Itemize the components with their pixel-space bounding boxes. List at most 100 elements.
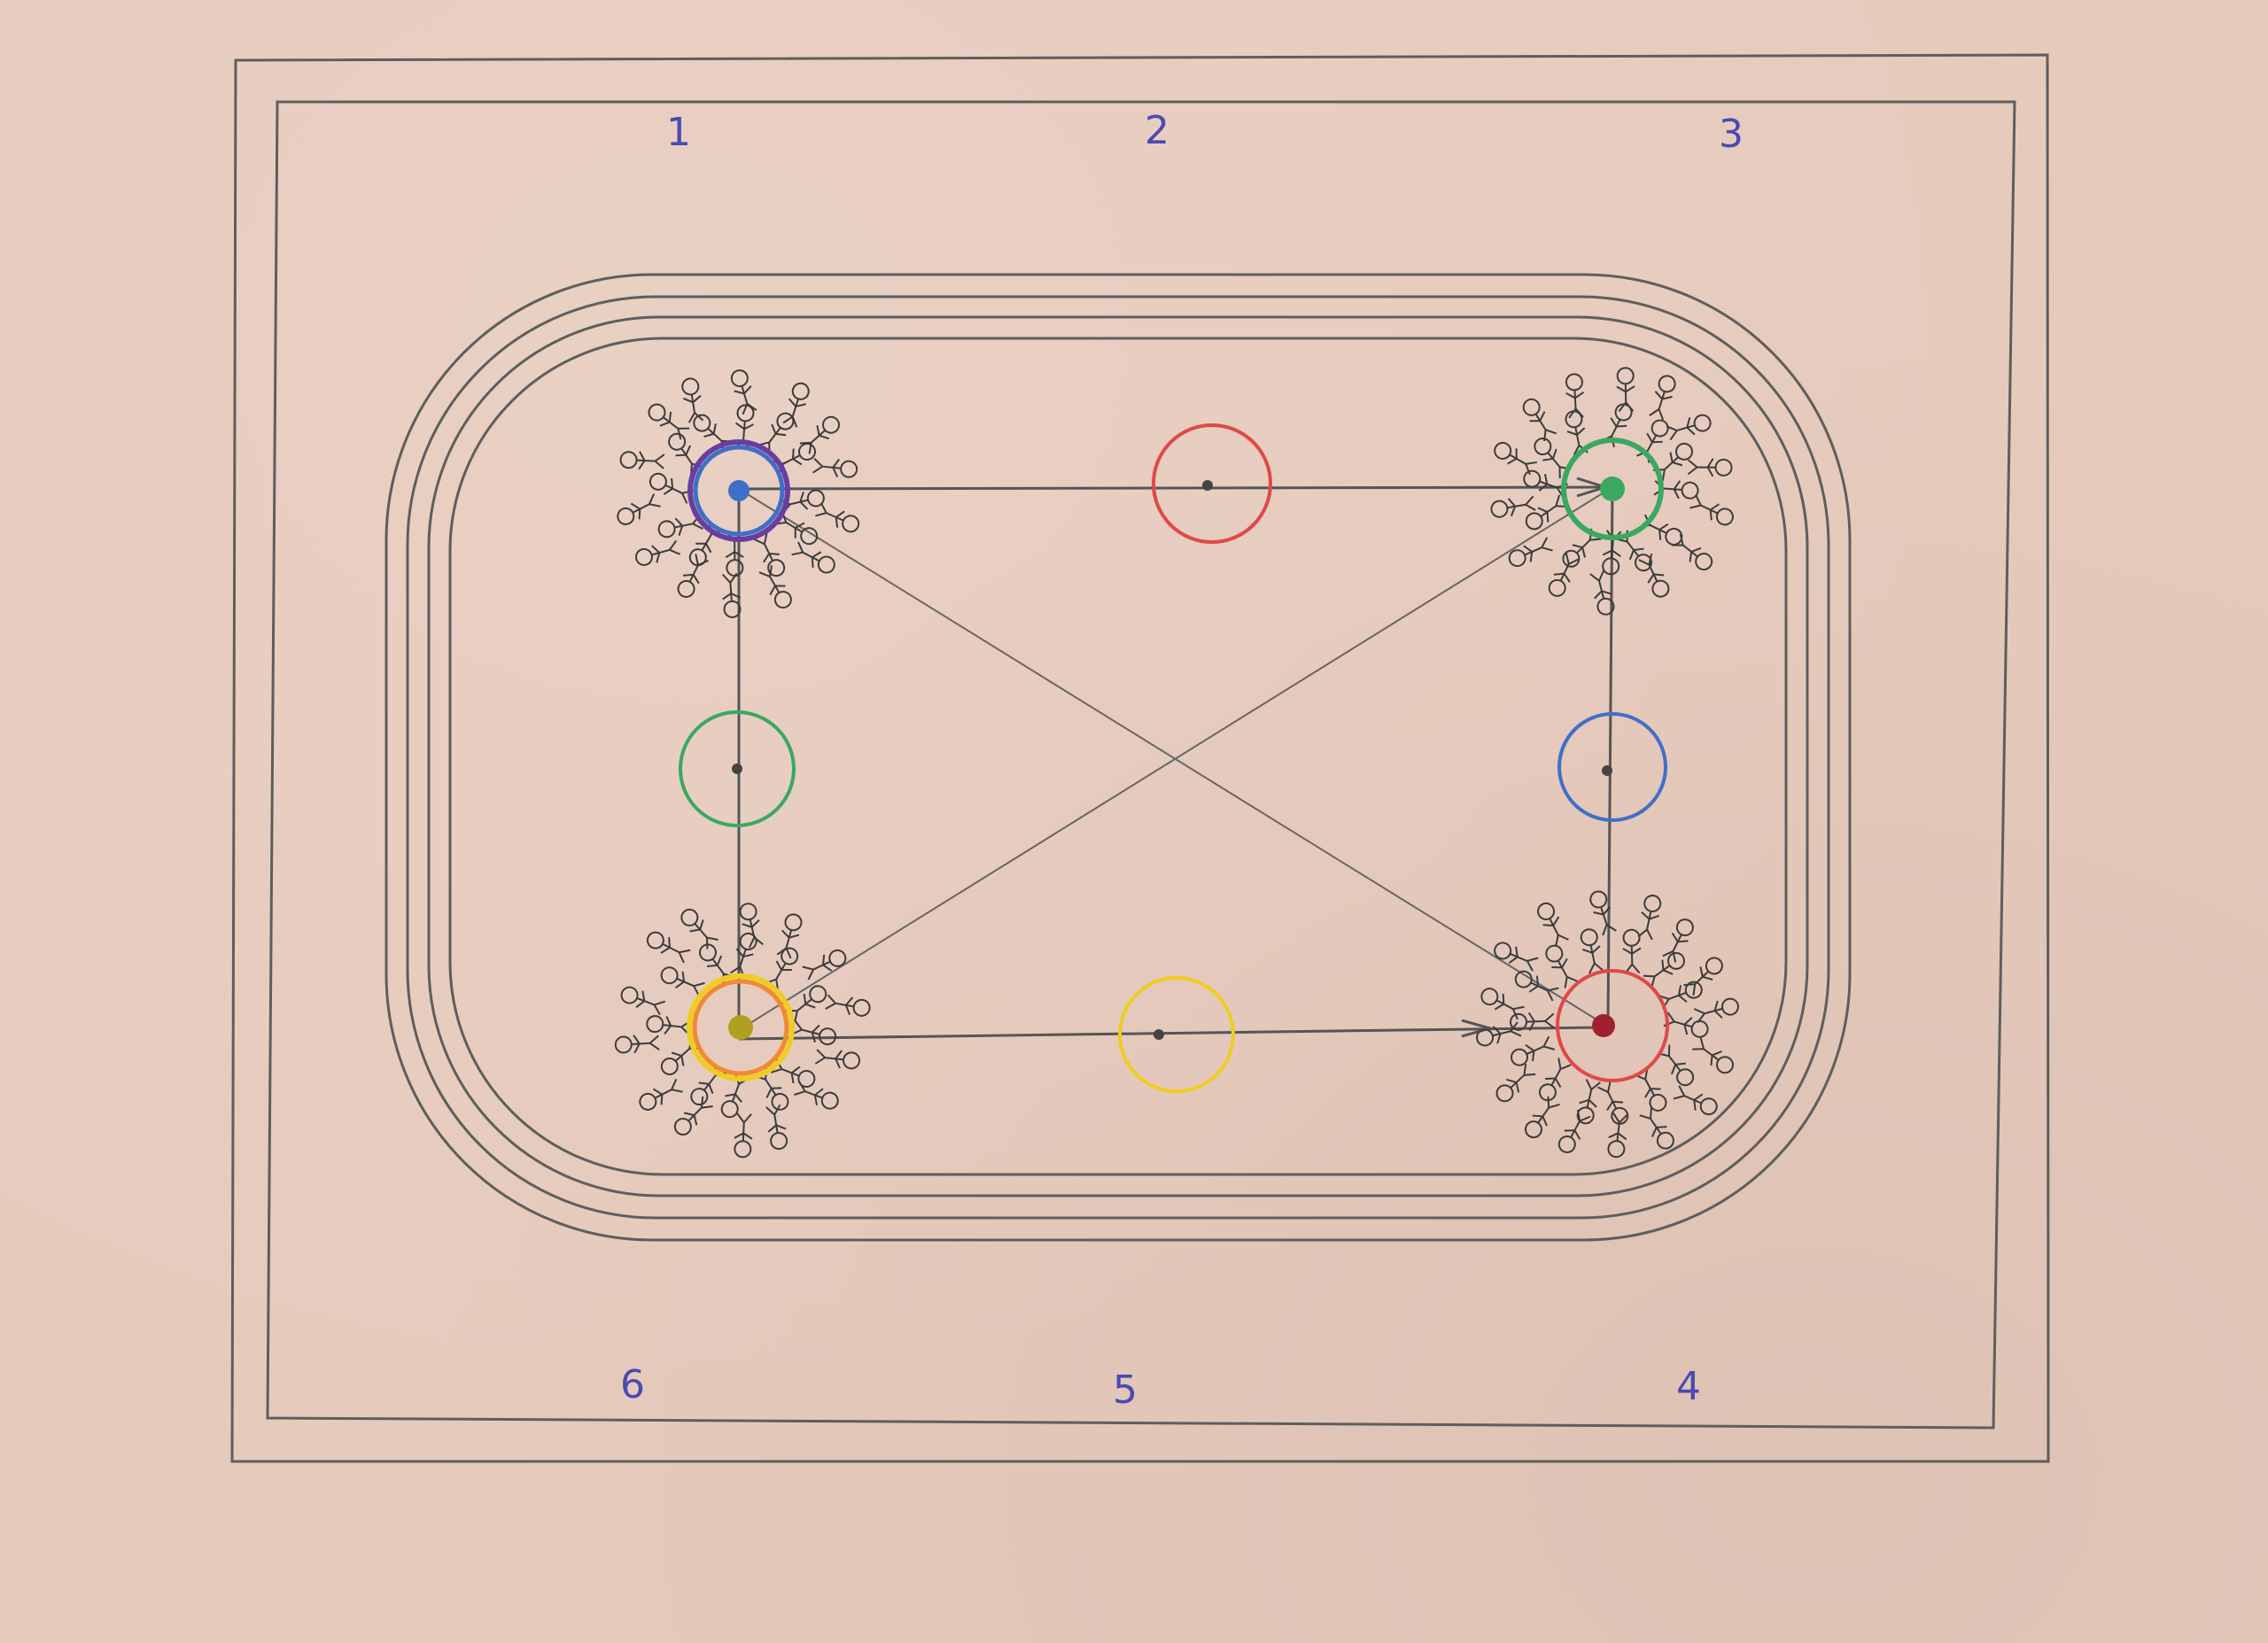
stick-figure (677, 554, 710, 598)
stick-figure (1683, 957, 1723, 996)
stick-figure (1687, 458, 1733, 477)
stick-figure (646, 1015, 692, 1036)
stick-figure (698, 943, 735, 986)
stick-figure (720, 1073, 750, 1119)
stick-figure (620, 986, 666, 1016)
stick-figure (1514, 970, 1559, 1002)
stick-figure (758, 565, 792, 608)
stick-figure (1538, 1058, 1572, 1102)
stick-figure (1643, 951, 1685, 988)
stick-figure (1658, 980, 1703, 1010)
stick-figure (786, 985, 827, 1022)
stick-figure (765, 1104, 788, 1151)
crowd-top-left (617, 369, 860, 618)
stick-figure (770, 1058, 816, 1089)
stick-figure (790, 1019, 837, 1046)
stick-figure (721, 572, 742, 618)
stick-figure (1692, 1037, 1735, 1074)
label-1: 1 (666, 110, 691, 155)
stick-figure (1490, 495, 1536, 518)
stick-figure (791, 541, 835, 574)
crowd-bottom-right (1476, 890, 1739, 1159)
stick-figure (1602, 530, 1622, 576)
stick-figure (802, 949, 847, 980)
stick-figure (649, 472, 694, 504)
stick-figure (1557, 1109, 1591, 1153)
stick-figure (1638, 553, 1670, 598)
stick-figure (1508, 537, 1553, 568)
stick-figure (619, 451, 665, 470)
stick-figure (1480, 988, 1525, 1020)
stick-figure (1562, 528, 1602, 568)
stick-figure (1534, 438, 1572, 478)
stick-figure (657, 514, 703, 539)
stick-figure (1638, 514, 1683, 546)
circle-left-middle (679, 710, 796, 827)
label-6: 6 (620, 1362, 645, 1407)
inner-frame (266, 100, 2016, 1430)
stick-figure (1522, 398, 1557, 442)
stick-figure (1666, 414, 1712, 441)
track-mid-1 (406, 295, 1830, 1220)
track-outer (384, 273, 1852, 1242)
stick-figure (1653, 480, 1699, 500)
stick-figure (774, 511, 819, 546)
arrow-heads (1461, 477, 1611, 1038)
stick-figure (1637, 895, 1662, 941)
stick-figure (1537, 902, 1569, 947)
stick-figure (1649, 375, 1676, 421)
stick-figure (648, 403, 690, 440)
stick-figure (1565, 410, 1588, 456)
stick-figure (1673, 1085, 1718, 1116)
stick-figure (1607, 1112, 1628, 1159)
stick-figure (1693, 997, 1739, 1024)
stick-figure (754, 1067, 789, 1111)
stick-figure (1663, 1011, 1709, 1038)
stick-figure (1658, 1044, 1695, 1087)
stick-figure (1662, 918, 1694, 963)
circle-bottom-right (1556, 969, 1669, 1082)
stick-figure (782, 382, 810, 428)
outer-frame (230, 53, 2050, 1463)
stick-figure (690, 1064, 727, 1106)
diagonal-lines (738, 486, 1613, 1031)
stick-figure (617, 493, 661, 525)
stick-figure (1635, 1067, 1667, 1112)
stick-figure (757, 412, 795, 454)
label-3: 3 (1719, 112, 1744, 157)
stick-figure (1548, 553, 1580, 597)
circle-right-middle (1557, 712, 1667, 822)
track-inner (448, 337, 1788, 1176)
stick-figure (660, 1037, 702, 1075)
stick-figure (730, 369, 757, 415)
label-2: 2 (1145, 108, 1169, 153)
stick-figure (779, 489, 825, 515)
stick-figure (1511, 1035, 1556, 1066)
stick-figure (739, 903, 765, 949)
stick-figure (1545, 944, 1578, 988)
stick-figure (673, 1096, 713, 1135)
stick-figure (1494, 942, 1539, 972)
stick-figure (1653, 442, 1694, 481)
circle-bottom-middle (1118, 976, 1235, 1093)
stick-figure (681, 377, 704, 423)
stick-figure (1671, 533, 1713, 571)
stick-figure (1589, 570, 1615, 616)
stick-figure (1494, 441, 1538, 476)
crowd-bottom-left (614, 903, 871, 1159)
stick-figure (825, 994, 871, 1017)
stick-figure (794, 1081, 839, 1110)
stick-figure (1589, 890, 1617, 936)
stick-figure (634, 539, 681, 566)
circle-top-middle (1152, 423, 1272, 544)
stick-figure (815, 502, 860, 533)
stick-figure (1580, 928, 1604, 974)
stick-figure (812, 458, 858, 478)
stick-figure (1615, 530, 1653, 572)
stick-figure (680, 908, 718, 949)
stick-figure (1565, 373, 1585, 419)
stick-figure (1622, 928, 1642, 974)
stick-figure (1639, 1107, 1674, 1150)
